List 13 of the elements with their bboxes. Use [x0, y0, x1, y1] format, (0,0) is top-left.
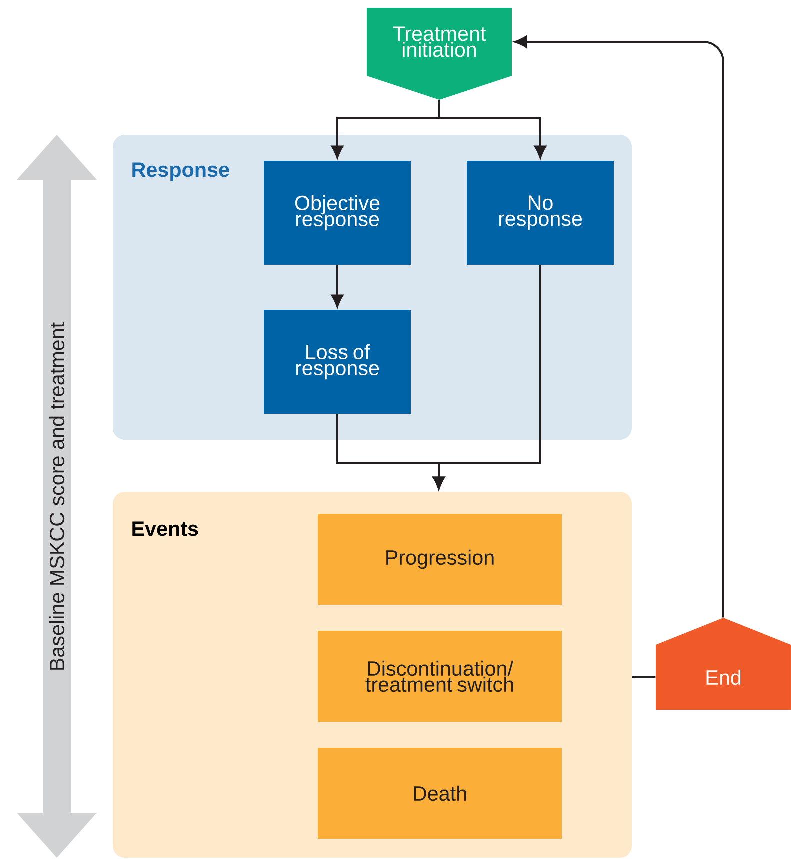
process-box: No response [467, 161, 614, 265]
axis-label: Baseline MSKCC score and treatment [49, 322, 65, 670]
arrow [432, 265, 542, 490]
arrow [331, 265, 344, 308]
process-box: Loss of response [264, 310, 411, 414]
process-box: Progression [318, 514, 562, 605]
panel-heading: Events [132, 522, 198, 536]
process-box: Objective response [264, 161, 411, 265]
process-box: Discontinuation/ treatment switch [318, 631, 562, 722]
arrow [514, 36, 724, 618]
process-box: Death [318, 748, 562, 839]
arrow [438, 100, 547, 158]
panel-heading: Response [132, 162, 230, 182]
